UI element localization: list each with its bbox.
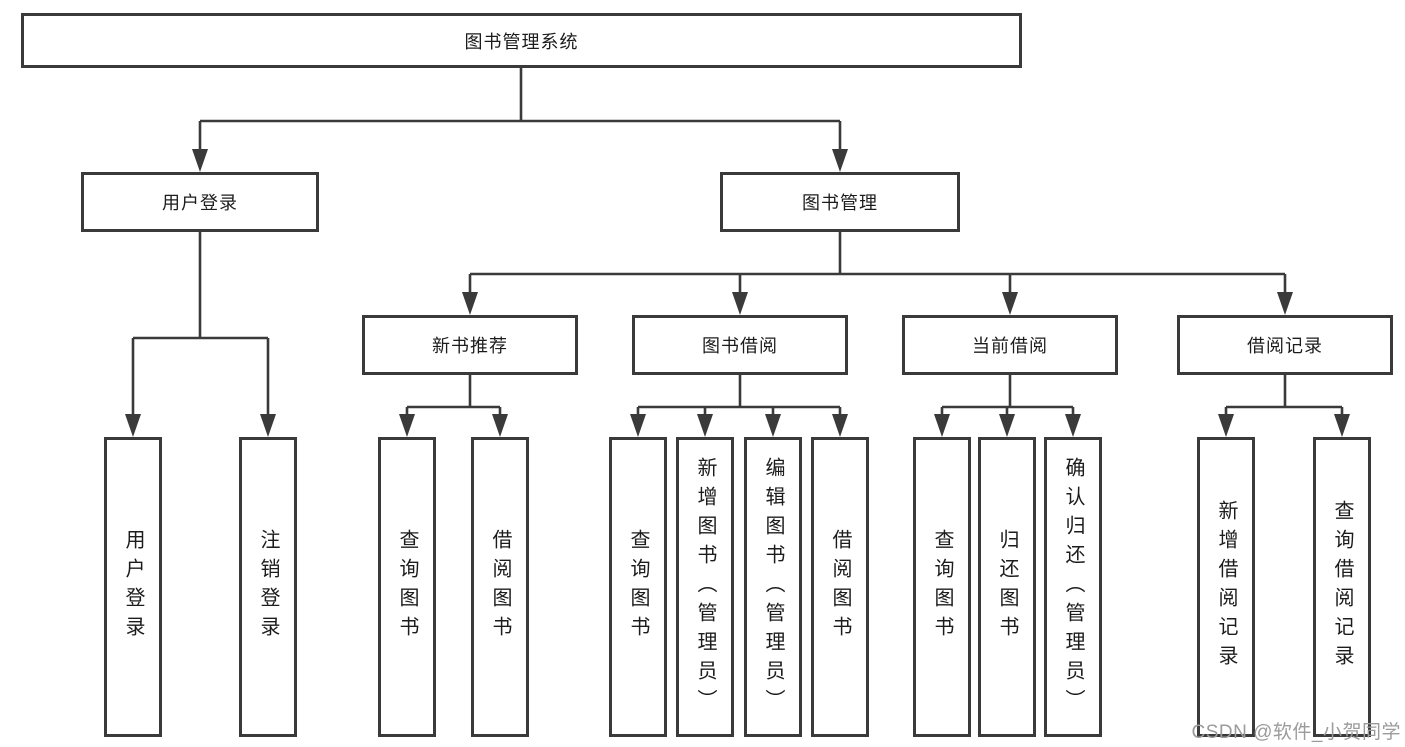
node-label: 查询图书 <box>627 529 649 645</box>
node-label: 用户登录 <box>162 193 238 213</box>
node-label: 当前借阅 <box>972 336 1048 356</box>
node-label: 借阅记录 <box>1247 336 1323 356</box>
leaf-query-borrow-record: 查询借阅记录 <box>1313 437 1371 737</box>
leaf-query-book-recommend: 查询图书 <box>378 437 436 737</box>
node-label: 用户登录 <box>122 529 144 645</box>
node-book-management: 图书管理 <box>720 172 960 232</box>
node-label: 注销登录 <box>257 529 279 645</box>
leaf-edit-book-admin: 编辑图书（管理员） <box>744 437 802 737</box>
leaf-return-book: 归还图书 <box>978 437 1036 737</box>
node-borrow-records: 借阅记录 <box>1177 315 1393 375</box>
node-label: 编辑图书（管理员） <box>762 456 784 718</box>
node-label: 图书借阅 <box>702 336 778 356</box>
node-new-book-recommend: 新书推荐 <box>362 315 578 375</box>
leaf-add-book-admin: 新增图书（管理员） <box>676 437 734 737</box>
node-root-library-system: 图书管理系统 <box>21 13 1022 68</box>
node-label: 查询图书 <box>396 529 418 645</box>
node-label: 图书管理系统 <box>464 31 579 52</box>
node-label: 借阅图书 <box>829 529 851 645</box>
node-label: 归还图书 <box>996 529 1018 645</box>
leaf-query-book-borrow: 查询图书 <box>609 437 667 737</box>
node-label: 确认归还（管理员） <box>1062 456 1084 718</box>
node-label: 查询图书 <box>931 529 953 645</box>
leaf-add-borrow-record: 新增借阅记录 <box>1197 437 1255 737</box>
leaf-borrow-book: 借阅图书 <box>811 437 869 737</box>
node-label: 图书管理 <box>802 193 878 213</box>
node-current-borrow: 当前借阅 <box>902 315 1118 375</box>
leaf-query-book-current: 查询图书 <box>913 437 971 737</box>
leaf-confirm-return-admin: 确认归还（管理员） <box>1044 437 1102 737</box>
watermark: CSDN @软件_小贺同学 <box>1191 722 1401 743</box>
leaf-borrow-book-recommend: 借阅图书 <box>471 437 529 737</box>
leaf-logout: 注销登录 <box>239 437 297 737</box>
node-book-borrow: 图书借阅 <box>632 315 848 375</box>
node-label: 查询借阅记录 <box>1331 500 1353 674</box>
node-label: 借阅图书 <box>489 529 511 645</box>
node-label: 新增图书（管理员） <box>694 456 716 718</box>
node-user-login: 用户登录 <box>81 172 319 232</box>
node-label: 新增借阅记录 <box>1215 500 1237 674</box>
arrowheads <box>125 149 1350 437</box>
leaf-user-login: 用户登录 <box>104 437 162 737</box>
node-label: 新书推荐 <box>432 336 508 356</box>
